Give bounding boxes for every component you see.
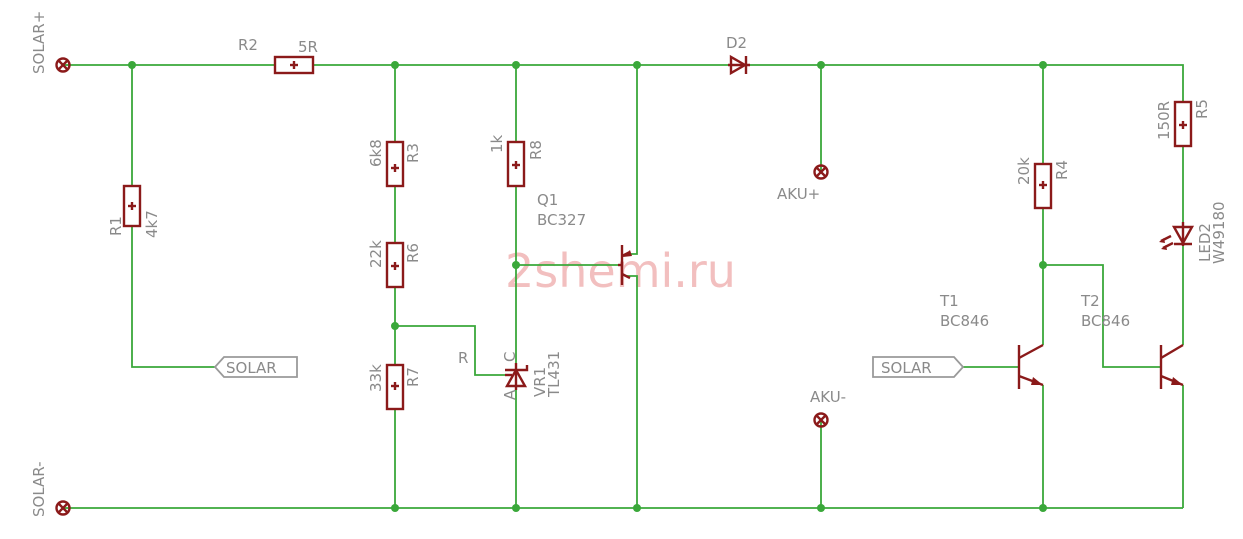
transistor-t1: T1 BC846 <box>939 292 1044 389</box>
shunt-regulator-vr1-pin-a: A <box>501 389 519 400</box>
resistor-r8-name: R8 <box>527 140 545 160</box>
led-led2-value: W49180 <box>1210 201 1228 264</box>
shunt-regulator-vr1-pin-c: C <box>501 352 519 362</box>
led-led2: LED2 W49180 <box>1159 201 1228 264</box>
net-label-solar-right-text: SOLAR <box>881 359 932 377</box>
resistor-r6-value: 22k <box>367 240 385 268</box>
resistor-r2: R2 5R <box>238 36 318 75</box>
transistor-q1-name: Q1 <box>537 191 558 209</box>
resistor-r1: R1 4k7 <box>107 184 161 238</box>
net-label-solar-right: SOLAR <box>872 356 965 378</box>
resistor-r4: 20k R4 <box>1015 157 1071 210</box>
terminal-aku-plus: AKU+ <box>777 164 829 203</box>
transistor-t1-value: BC846 <box>940 312 989 330</box>
terminal-aku-plus-label: AKU+ <box>777 185 820 203</box>
resistor-r2-name: R2 <box>238 36 258 54</box>
led-led2-name: LED2 <box>1196 223 1214 262</box>
net-label-solar-left: SOLAR <box>213 356 298 378</box>
resistor-r7-value: 33k <box>367 364 385 392</box>
shunt-regulator-vr1-pin-r: R <box>458 349 468 367</box>
resistor-r8-value: 1k <box>488 134 506 153</box>
terminal-solar-plus: SOLAR+ <box>30 11 71 74</box>
resistor-r7-name: R7 <box>404 367 422 387</box>
terminal-solar-minus: SOLAR- <box>30 461 71 517</box>
diode-d2-name: D2 <box>726 34 747 52</box>
net-label-solar-left-text: SOLAR <box>226 359 277 377</box>
resistor-r1-name: R1 <box>107 216 125 236</box>
terminal-aku-minus-label: AKU- <box>810 388 846 406</box>
resistor-r5-value: 150R <box>1155 101 1173 140</box>
resistor-r6: 22k R6 <box>367 240 422 289</box>
transistor-q1-value: BC327 <box>537 211 586 229</box>
wires <box>63 64 1184 509</box>
terminal-solar-minus-label: SOLAR- <box>30 461 48 517</box>
transistor-q1: Q1 BC327 <box>537 191 632 285</box>
terminal-solar-plus-label: SOLAR+ <box>30 11 48 74</box>
resistor-r7: 33k R7 <box>367 363 422 411</box>
resistor-r6-name: R6 <box>404 243 422 263</box>
transistor-t2: T2 BC846 <box>1080 292 1184 389</box>
watermark: 2shemi.ru <box>505 244 736 298</box>
shunt-regulator-vr1-name: VR1 <box>531 367 549 397</box>
transistor-t2-name: T2 <box>1080 292 1100 310</box>
transistor-t2-value: BC846 <box>1081 312 1130 330</box>
junctions <box>128 61 1047 512</box>
resistor-r8: 1k R8 <box>488 134 545 188</box>
terminal-aku-minus: AKU- <box>810 388 846 428</box>
transistor-t1-name: T1 <box>939 292 959 310</box>
resistor-r3: 6k8 R3 <box>367 139 422 188</box>
resistor-r3-value: 6k8 <box>367 139 385 167</box>
shunt-regulator-vr1: R C A VR1 TL431 <box>458 349 563 400</box>
shunt-regulator-vr1-value: TL431 <box>545 351 563 398</box>
resistor-r4-value: 20k <box>1015 157 1033 185</box>
resistor-r5: 150R R5 <box>1155 99 1211 148</box>
resistor-r1-value: 4k7 <box>143 210 161 238</box>
resistor-r4-name: R4 <box>1053 160 1071 180</box>
diode-d2: D2 <box>726 34 750 76</box>
resistor-r2-value: 5R <box>298 38 318 56</box>
resistor-r5-name: R5 <box>1193 99 1211 119</box>
resistor-r3-name: R3 <box>404 143 422 163</box>
